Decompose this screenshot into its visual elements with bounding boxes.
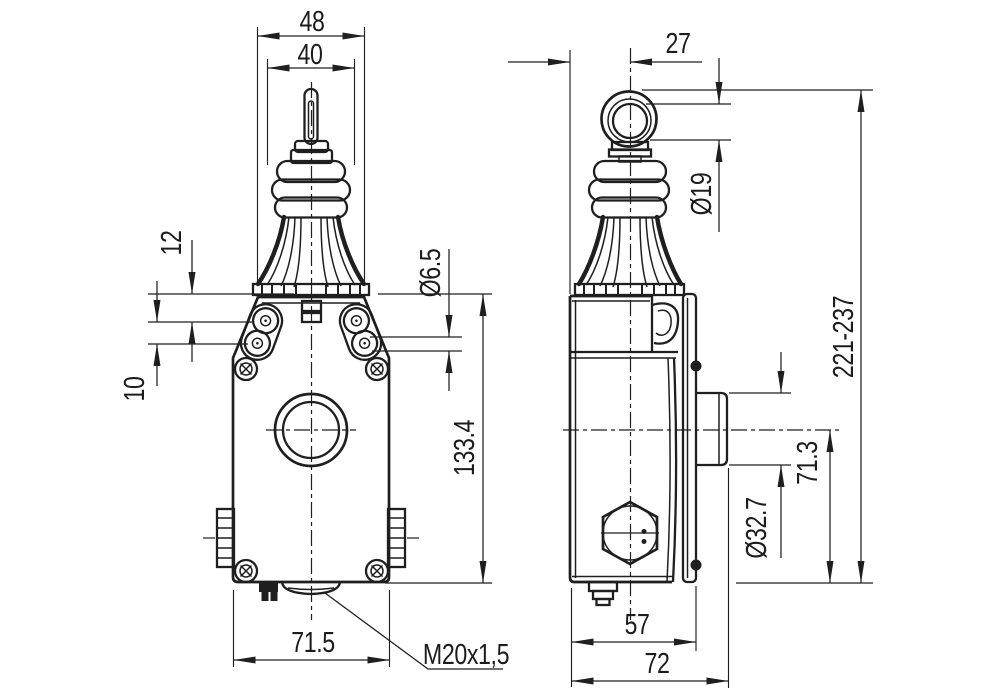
dim-eyelet-inner-diameter: Ø19 bbox=[684, 173, 717, 216]
cable-gland-side bbox=[587, 580, 619, 607]
dim-housing-width: 71.5 bbox=[291, 625, 335, 658]
mounting-tab-left bbox=[203, 507, 236, 569]
dim-roller-top-offset: 12 bbox=[154, 231, 187, 256]
dimensions-side: 27 Ø19 221-237 Ø32.7 71.3 57 72 bbox=[508, 26, 873, 688]
front-housing bbox=[231, 295, 391, 584]
front-reset-opening bbox=[266, 392, 356, 468]
mounting-tab-right bbox=[386, 507, 419, 569]
front-view bbox=[203, 82, 419, 620]
dim-overall-height-range: 221-237 bbox=[826, 296, 859, 378]
dim-top-width-inner: 40 bbox=[298, 37, 323, 70]
dim-housing-height: 133.4 bbox=[447, 420, 480, 476]
dim-top-width-outer: 48 bbox=[300, 4, 325, 37]
dim-overall-depth: 72 bbox=[645, 646, 670, 679]
rope-guide-hook bbox=[651, 302, 680, 345]
dim-housing-depth: 57 bbox=[625, 607, 650, 640]
hex-plug bbox=[601, 500, 659, 566]
bellows bbox=[270, 159, 352, 219]
dim-release-button-diameter: Ø32.7 bbox=[739, 497, 772, 558]
dim-release-button-center-height: 71.3 bbox=[790, 441, 823, 485]
dim-eyelet-center-offset: 27 bbox=[666, 26, 691, 59]
plate-screw-top bbox=[690, 360, 702, 372]
dim-roller-pin-diameter: Ø6.5 bbox=[413, 249, 446, 298]
bellows-side bbox=[587, 159, 671, 219]
plate-screw-bottom bbox=[690, 559, 702, 571]
actuator-pin bbox=[289, 87, 334, 165]
roller-lever-left bbox=[239, 303, 284, 361]
roller-lever-right bbox=[338, 303, 383, 361]
protection-cage-side bbox=[573, 214, 686, 297]
eye-bolt bbox=[600, 90, 658, 163]
cable-gland-leader bbox=[324, 592, 503, 670]
protection-cage bbox=[251, 214, 371, 297]
rope-clamp bbox=[300, 299, 323, 313]
dim-roller-pitch: 10 bbox=[117, 377, 150, 402]
dimensions-front: 48 40 12 10 Ø6.5 133.4 71.5 M20x bbox=[117, 4, 509, 670]
side-view bbox=[563, 48, 843, 620]
reset-button bbox=[696, 391, 729, 467]
cover-screws bbox=[233, 356, 390, 584]
side-housing bbox=[568, 292, 702, 584]
cover-plate bbox=[681, 292, 698, 584]
dim-cable-gland-thread: M20x1,5 bbox=[423, 637, 509, 670]
cable-gland-front bbox=[259, 581, 342, 601]
